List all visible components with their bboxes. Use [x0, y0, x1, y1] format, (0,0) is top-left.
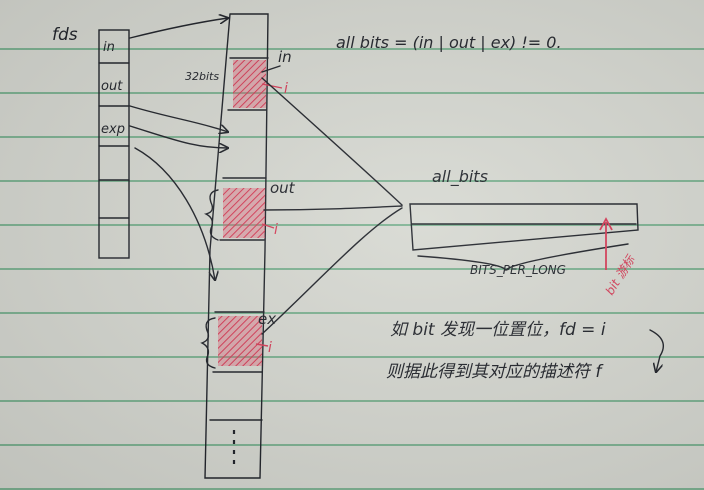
brace-out	[203, 189, 219, 241]
bit-vector	[204, 13, 269, 479]
vector-label-in: in	[278, 48, 292, 66]
index-label-in: i	[284, 81, 288, 97]
fds-label: fds	[52, 25, 78, 45]
fds-row-in: in	[103, 40, 115, 55]
arrow-exp-top	[129, 125, 228, 148]
note-line-1: 如 bit 发现一位置位，fd = i	[390, 320, 606, 340]
index-label-out: i	[274, 222, 278, 238]
all-bits-box	[409, 203, 639, 251]
index-label-ex: i	[268, 340, 272, 356]
vector-label-out: out	[270, 179, 296, 197]
bits-per-long-label: BITS_PER_LONG	[470, 263, 566, 277]
all-bits-label: all_bits	[432, 167, 488, 187]
fds-row-out: out	[101, 79, 123, 94]
bits-per-long-brace	[417, 243, 629, 272]
note-arrow	[649, 329, 664, 372]
note-line-2: 则据此得到其对应的描述符 f	[386, 362, 604, 382]
condition-formula: all bits = (in | out | ex) != 0.	[336, 33, 562, 52]
arrow-in	[129, 18, 228, 39]
highlight-ex	[218, 316, 262, 366]
bit-cursor-label: bit 游标	[603, 252, 639, 298]
or-lines	[261, 77, 403, 335]
fds-row-exp: exp	[101, 122, 125, 137]
arrow-exp	[134, 147, 215, 280]
brace-ex	[200, 317, 216, 369]
arrow-out	[129, 105, 228, 132]
highlight-out	[223, 188, 265, 238]
vector-label-ex: ex	[258, 310, 276, 328]
fds-table	[98, 29, 130, 259]
bits-marker: 32bits	[185, 70, 219, 83]
highlight-in	[233, 60, 266, 108]
